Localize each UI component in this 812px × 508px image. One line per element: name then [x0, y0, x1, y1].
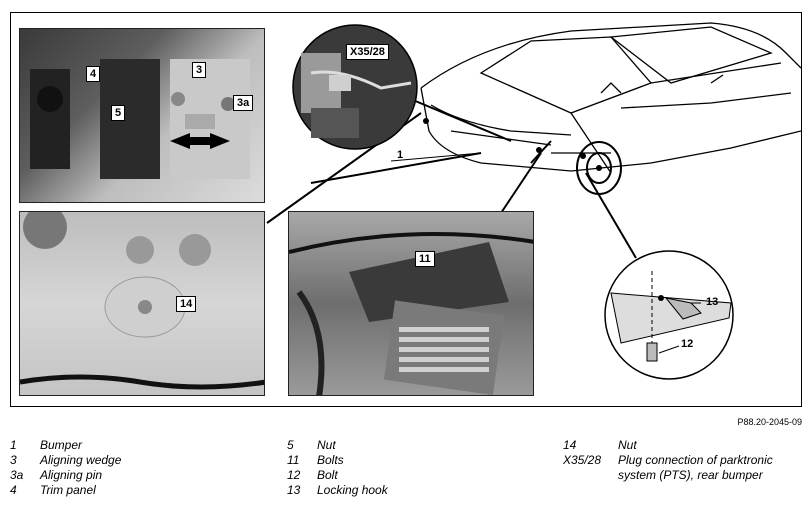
callout-4: 4 — [86, 66, 101, 82]
callout-12: 12 — [681, 338, 694, 350]
callout-3a: 3a — [233, 95, 254, 111]
callout-x35-28: X35/28 — [346, 44, 389, 60]
photo-trim-panel-art — [30, 59, 250, 179]
photo-trunk-bolts-art — [289, 232, 533, 395]
photo-trim-panel — [19, 28, 265, 203]
diagram-figure: 4 3 3a 5 14 11 X35/28 1 13 12 — [10, 12, 802, 407]
photo-bumper-nut-art — [20, 212, 264, 390]
photo-bumper-nut — [19, 211, 265, 396]
callout-3: 3 — [192, 62, 207, 78]
callout-5: 5 — [111, 105, 126, 121]
callout-14: 14 — [176, 296, 197, 312]
callout-1: 1 — [397, 149, 404, 161]
car-outline — [420, 22, 801, 174]
locking-hook-detail — [604, 250, 734, 380]
connector-detail — [292, 24, 418, 150]
figure-reference: P88.20-2045-09 — [737, 417, 802, 427]
callout-11: 11 — [415, 251, 435, 267]
callout-13: 13 — [706, 296, 719, 308]
photo-trunk-bolts — [288, 211, 534, 396]
car-drawing — [266, 22, 801, 380]
